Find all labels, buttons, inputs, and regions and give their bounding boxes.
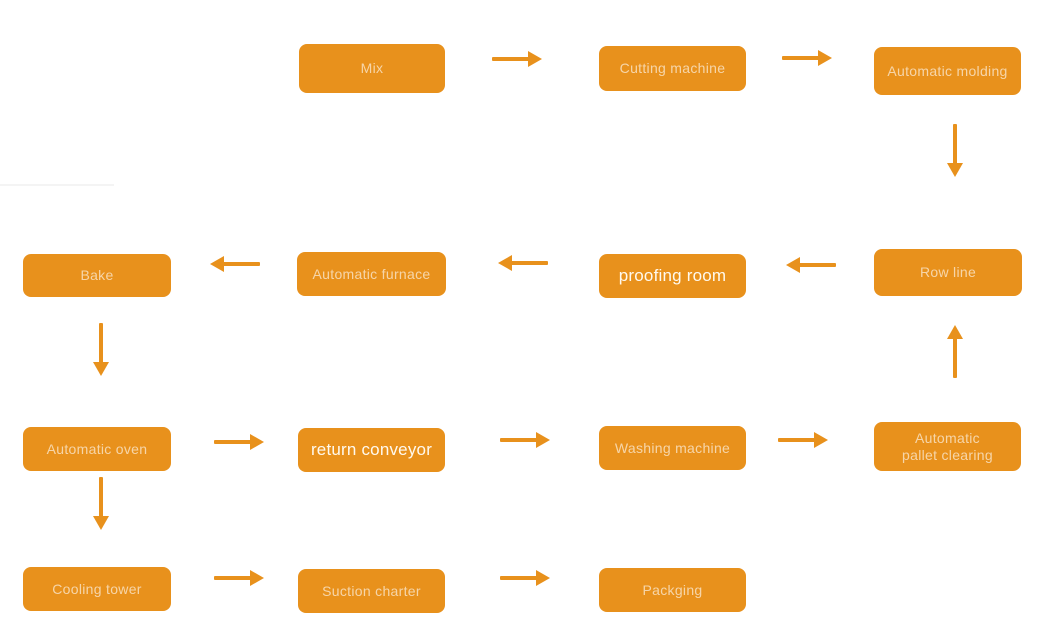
node-suction-charter-label: Suction charter [322,582,421,599]
node-automatic-pallet-clearing: Automatic pallet clearing [874,422,1021,471]
arrow-left-row-line-to-proofing-room [786,257,836,273]
node-automatic-furnace-label: Automatic furnace [312,265,431,282]
arrow-right-cutting-machine-to-automatic-molding [782,50,832,66]
node-automatic-oven: Automatic oven [23,427,171,471]
node-washing-machine-label: Washing machine [614,439,731,456]
node-automatic-pallet-clearing-label: Automatic pallet clearing [902,430,993,463]
arrow-down-bake-to-automatic-oven [93,323,109,376]
arrow-down-automatic-molding-to-row-line [947,124,963,177]
node-cooling-tower: Cooling tower [23,567,171,611]
node-proofing-room: proofing room [599,254,746,298]
node-return-conveyor: return conveyor [298,428,445,472]
node-row-line: Row line [874,249,1022,296]
arrow-right-cooling-tower-to-suction-charter [214,570,264,586]
node-automatic-molding-label: Automatic molding [887,62,1008,79]
faint-divider-line [0,184,114,186]
arrow-left-automatic-furnace-to-bake [210,256,260,272]
node-automatic-oven-label: Automatic oven [46,440,148,457]
arrow-up-automatic-pallet-clearing-to-row-line [947,325,963,378]
arrow-right-mix-to-cutting-machine [492,51,542,67]
node-mix: Mix [299,44,445,93]
node-proofing-room-label: proofing room [618,266,727,286]
node-mix-label: Mix [360,60,384,77]
node-cutting-machine: Cutting machine [599,46,746,91]
node-return-conveyor-label: return conveyor [310,440,433,460]
node-cutting-machine-label: Cutting machine [619,60,726,77]
arrow-right-return-conveyor-to-washing-machine [500,432,550,448]
node-automatic-molding: Automatic molding [874,47,1021,95]
node-washing-machine: Washing machine [599,426,746,470]
node-bake: Bake [23,254,171,297]
node-row-line-label: Row line [919,264,977,281]
node-packging-label: Packging [642,581,703,598]
node-cooling-tower-label: Cooling tower [52,580,142,597]
arrow-left-proofing-room-to-automatic-furnace [498,255,548,271]
node-bake-label: Bake [80,267,114,284]
node-automatic-furnace: Automatic furnace [297,252,446,296]
node-suction-charter: Suction charter [298,569,445,613]
node-packging: Packging [599,568,746,612]
arrow-right-automatic-oven-to-return-conveyor [214,434,264,450]
arrow-down-automatic-oven-to-cooling-tower [93,477,109,530]
arrow-right-suction-charter-to-packging [500,570,550,586]
arrow-right-washing-machine-to-automatic-pallet-clearing [778,432,828,448]
